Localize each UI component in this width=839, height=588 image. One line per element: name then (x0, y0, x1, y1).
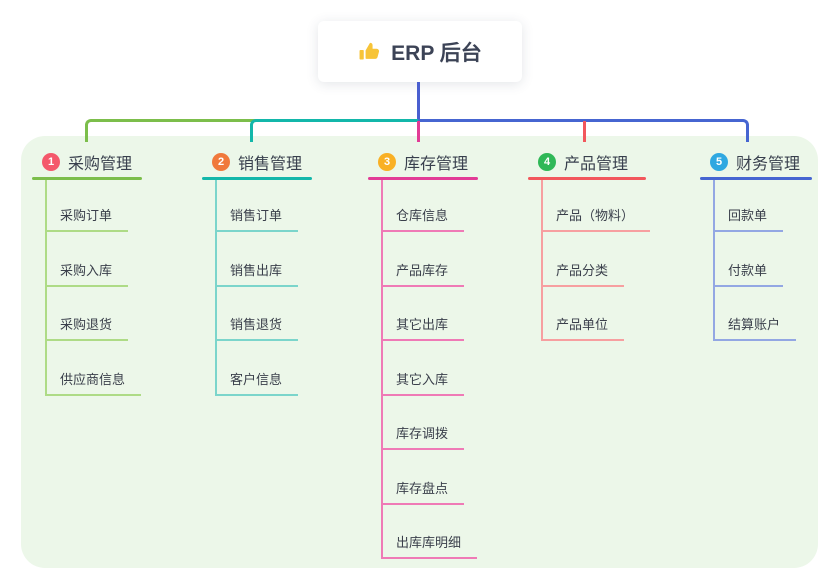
child-topic-label: 产品（物料） (556, 208, 635, 223)
child-topic-label: 回款单 (728, 208, 768, 223)
child-topic[interactable]: 产品（物料） (543, 206, 651, 232)
branch-title: 库存管理 (404, 156, 469, 173)
child-topic[interactable]: 库存盘点 (383, 479, 465, 505)
child-topic-label: 出库库明细 (396, 535, 462, 550)
child-topic[interactable]: 结算账户 (715, 315, 797, 341)
child-topic-label: 采购退货 (60, 317, 113, 332)
child-topic-label: 仓库信息 (396, 208, 449, 223)
connector-root-stem (417, 82, 420, 122)
child-topic[interactable]: 产品单位 (543, 315, 625, 341)
branches-panel (21, 136, 818, 568)
root-topic[interactable]: ERP 后台 (318, 21, 522, 82)
child-topic-label: 供应商信息 (60, 371, 126, 387)
branch-title: 销售管理 (238, 156, 303, 173)
branch-title: 财务管理 (736, 156, 801, 173)
root-topic-label: ERP 后台 (391, 41, 482, 65)
branch-2-topic[interactable]: 2 销售管理 (202, 147, 312, 177)
child-topic[interactable]: 销售出库 (217, 261, 299, 287)
branch-underline (368, 177, 478, 180)
branch-children: 产品（物料） 产品分类产品单位 (541, 180, 651, 341)
child-topic-label: 销售订单 (230, 208, 283, 223)
child-topic[interactable]: 其它入库 (383, 370, 465, 396)
child-topic[interactable]: 回款单 (715, 206, 784, 232)
branch-children: 回款单付款单结算账户 (713, 180, 812, 341)
branch-title: 产品管理 (564, 156, 629, 173)
branch-1-topic[interactable]: 1 采购管理 (32, 147, 142, 177)
child-topic[interactable]: 采购订单 (47, 206, 129, 232)
branch-3-topic[interactable]: 3 库存管理 (368, 147, 478, 177)
branch-number-badge: 5 (710, 153, 728, 171)
child-topic[interactable]: 销售退货 (217, 315, 299, 341)
branch-4: 4 产品管理产品（物料） 产品分类产品单位 (528, 147, 651, 341)
branch-underline (202, 177, 312, 180)
branch-3: 3 库存管理仓库信息产品库存其它出库其它入库库存调拨库存盘点出库库明细 (368, 147, 478, 559)
branch-2: 2 销售管理销售订单销售出库销售退货客户信息 (202, 147, 312, 396)
branch-number-badge: 3 (378, 153, 396, 171)
branch-5-topic[interactable]: 5 财务管理 (700, 147, 812, 177)
child-topic-label: 采购订单 (60, 208, 113, 223)
child-topic[interactable]: 采购退货 (47, 315, 129, 341)
connector-branch-4-line (583, 121, 586, 142)
child-topic-label: 销售出库 (230, 262, 283, 278)
branch-underline (528, 177, 646, 180)
branch-underline (700, 177, 812, 180)
child-topic-label: 产品单位 (556, 317, 609, 332)
child-topic[interactable]: 仓库信息 (383, 206, 465, 232)
branch-number-badge: 2 (212, 153, 230, 171)
child-topic[interactable]: 库存调拨 (383, 424, 465, 450)
child-topic[interactable]: 客户信息 (217, 370, 299, 396)
connector-branch-3-line (417, 121, 420, 142)
branch-underline (32, 177, 142, 180)
child-topic[interactable]: 销售订单 (217, 206, 299, 232)
branch-1: 1 采购管理采购订单采购入库采购退货供应商信息 (32, 147, 142, 396)
branch-children: 采购订单采购入库采购退货供应商信息 (45, 180, 142, 396)
connector-branch-2-line (250, 119, 418, 142)
branch-children: 仓库信息产品库存其它出库其它入库库存调拨库存盘点出库库明细 (381, 180, 478, 559)
child-topic[interactable]: 采购入库 (47, 261, 129, 287)
child-topic-label: 付款单 (728, 262, 768, 278)
child-topic-label: 产品分类 (556, 262, 609, 278)
branch-title: 采购管理 (68, 156, 133, 173)
child-topic-label: 采购入库 (60, 262, 113, 278)
branch-4-topic[interactable]: 4 产品管理 (528, 147, 646, 177)
child-topic-label: 其它出库 (396, 317, 449, 332)
child-topic-label: 结算账户 (728, 317, 781, 332)
child-topic-label: 销售退货 (230, 317, 283, 332)
child-topic[interactable]: 产品分类 (543, 261, 625, 287)
child-topic[interactable]: 产品库存 (383, 261, 465, 287)
thumbs-up-icon (358, 40, 381, 63)
child-topic-label: 客户信息 (230, 371, 283, 387)
branch-children: 销售订单销售出库销售退货客户信息 (215, 180, 312, 396)
child-topic[interactable]: 其它出库 (383, 315, 465, 341)
child-topic-label: 库存盘点 (396, 480, 449, 496)
child-topic[interactable]: 付款单 (715, 261, 784, 287)
child-topic[interactable]: 出库库明细 (383, 533, 478, 559)
branch-number-badge: 1 (42, 153, 60, 171)
child-topic-label: 其它入库 (396, 371, 449, 387)
child-topic[interactable]: 供应商信息 (47, 370, 142, 396)
child-topic-label: 库存调拨 (396, 426, 449, 441)
branch-5: 5 财务管理回款单付款单结算账户 (700, 147, 812, 341)
child-topic-label: 产品库存 (396, 262, 449, 278)
branch-number-badge: 4 (538, 153, 556, 171)
connector-branch-5-line (418, 119, 749, 142)
